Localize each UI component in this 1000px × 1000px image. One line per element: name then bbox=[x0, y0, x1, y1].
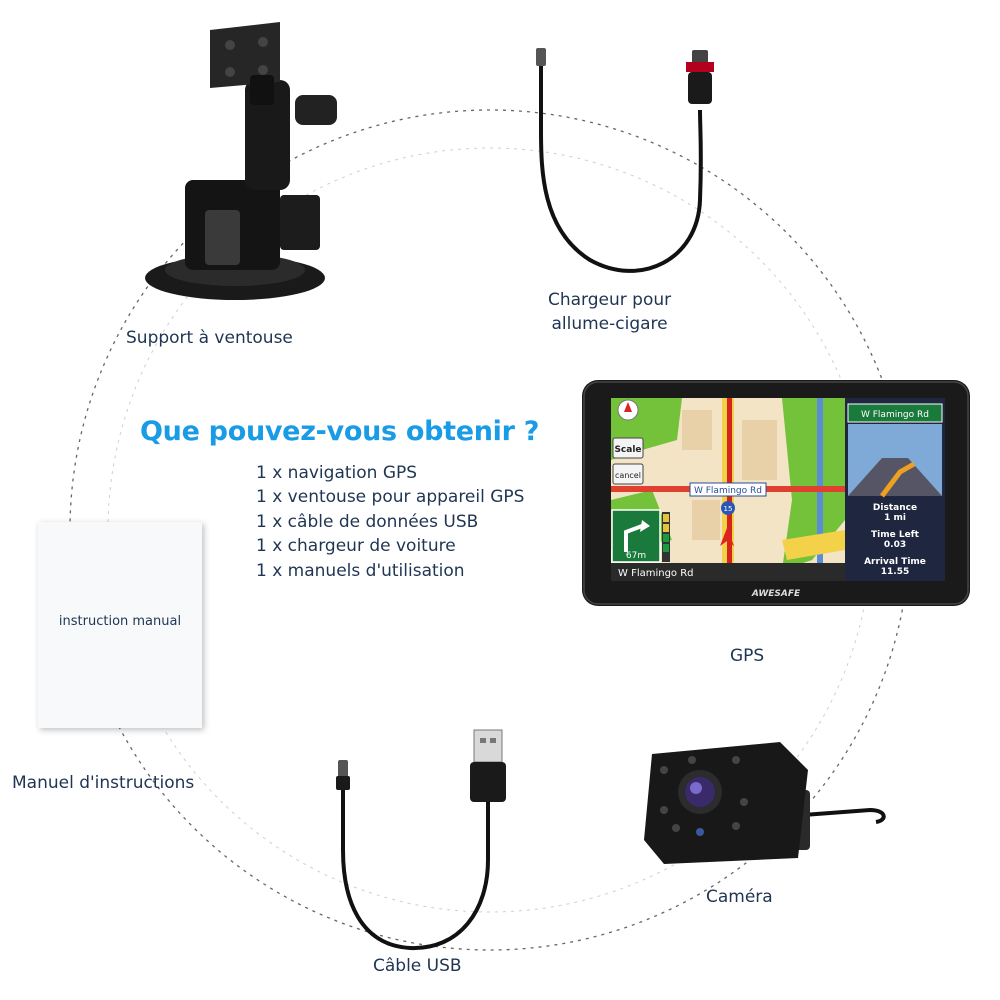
manual-label: Manuel d'instructions bbox=[12, 773, 195, 793]
list-item: 1 x manuels d'utilisation bbox=[256, 560, 465, 581]
arrival-value: 11.55 bbox=[881, 567, 909, 577]
camera-image bbox=[644, 742, 886, 864]
arrival-label: Arrival Time bbox=[864, 557, 926, 567]
headline: Que pouvez-vous obtenir ? bbox=[140, 416, 540, 447]
turn-distance: 67m bbox=[626, 551, 646, 561]
usb-cable-label: Câble USB bbox=[373, 956, 462, 976]
suction-mount-image bbox=[145, 22, 337, 300]
instruction-manual-image: instruction manual bbox=[38, 522, 202, 728]
charger-label: Chargeur pour allume-cigare bbox=[548, 288, 671, 336]
gps-device: Scale cancel W Flamingo Rd 15 67m W Flam… bbox=[582, 380, 970, 606]
suction-mount-label: Support à ventouse bbox=[126, 328, 293, 348]
route-shield: 15 bbox=[724, 505, 733, 513]
distance-value: 1 mi bbox=[884, 513, 906, 523]
cancel-button[interactable]: cancel bbox=[615, 471, 641, 480]
list-item: 1 x ventouse pour appareil GPS bbox=[256, 487, 525, 508]
usb-cable-image bbox=[336, 729, 506, 951]
car-charger-image bbox=[536, 48, 714, 273]
list-item: 1 x chargeur de voiture bbox=[256, 536, 456, 557]
contents-list: 1 x navigation GPS 1 x ventouse pour app… bbox=[256, 461, 524, 583]
charger-label-line1: Chargeur pour bbox=[548, 290, 672, 310]
list-item: 1 x câble de données USB bbox=[256, 511, 479, 532]
camera-label: Caméra bbox=[706, 887, 773, 907]
manual-cover-text: instruction manual bbox=[58, 614, 182, 629]
scale-button[interactable]: Scale bbox=[614, 445, 641, 455]
position-arrow-icon bbox=[720, 528, 734, 546]
distance-label: Distance bbox=[873, 503, 917, 513]
map-street-label: W Flamingo Rd bbox=[694, 486, 762, 496]
turn-arrow-icon bbox=[624, 524, 643, 552]
street-banner: W Flamingo Rd bbox=[861, 410, 929, 420]
brand-logo: AWESAFE bbox=[751, 589, 801, 599]
list-item: 1 x navigation GPS bbox=[256, 463, 418, 483]
gps-label: GPS bbox=[730, 646, 765, 666]
time-left-value: 0.03 bbox=[884, 540, 906, 550]
bottom-street: W Flamingo Rd bbox=[618, 568, 694, 579]
charger-label-line2: allume-cigare bbox=[551, 314, 668, 334]
time-left-label: Time Left bbox=[871, 530, 920, 540]
